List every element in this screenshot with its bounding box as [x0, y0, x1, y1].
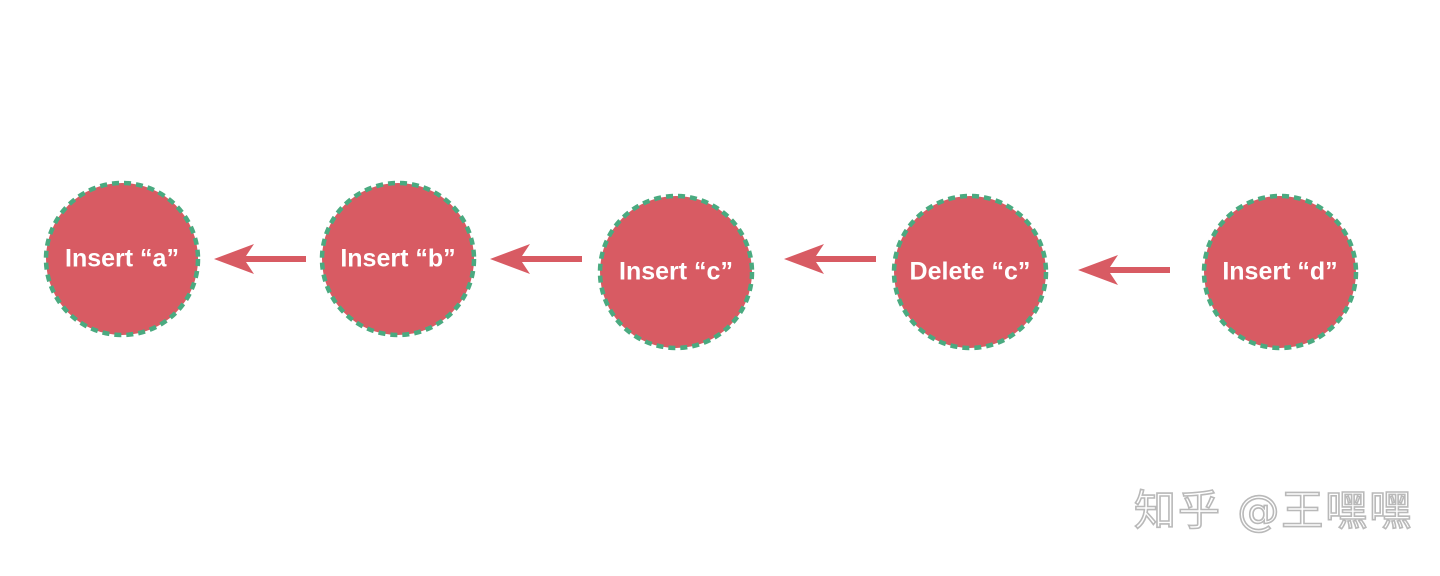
node-circle: [319, 180, 477, 338]
node-label: Insert “a”: [65, 245, 179, 273]
arrowhead-icon: [214, 244, 254, 274]
node-insert-a: Insert “a”: [43, 180, 201, 338]
node-label: Insert “c”: [619, 258, 733, 286]
watermark: 知乎 @王嘿嘿: [1133, 486, 1414, 535]
node-insert-d: Insert “d”: [1201, 193, 1359, 351]
edge-n3-to-n2: [490, 244, 582, 274]
edge-n5-to-n4: [1078, 255, 1170, 285]
node-label: Delete “c”: [910, 258, 1031, 286]
node-insert-b: Insert “b”: [319, 180, 477, 338]
node-circle: [597, 193, 755, 351]
arrowhead-icon: [1078, 255, 1118, 285]
node-circle: [1201, 193, 1359, 351]
edge-n4-to-n3: [784, 244, 876, 274]
node-insert-c: Insert “c”: [597, 193, 755, 351]
node-label: Insert “b”: [340, 245, 455, 273]
edge-n2-to-n1: [214, 244, 306, 274]
node-circle: [43, 180, 201, 338]
arrowhead-icon: [490, 244, 530, 274]
arrowhead-icon: [784, 244, 824, 274]
node-delete-c: Delete “c”: [891, 193, 1049, 351]
node-label: Insert “d”: [1222, 258, 1337, 286]
node-circle: [891, 193, 1049, 351]
